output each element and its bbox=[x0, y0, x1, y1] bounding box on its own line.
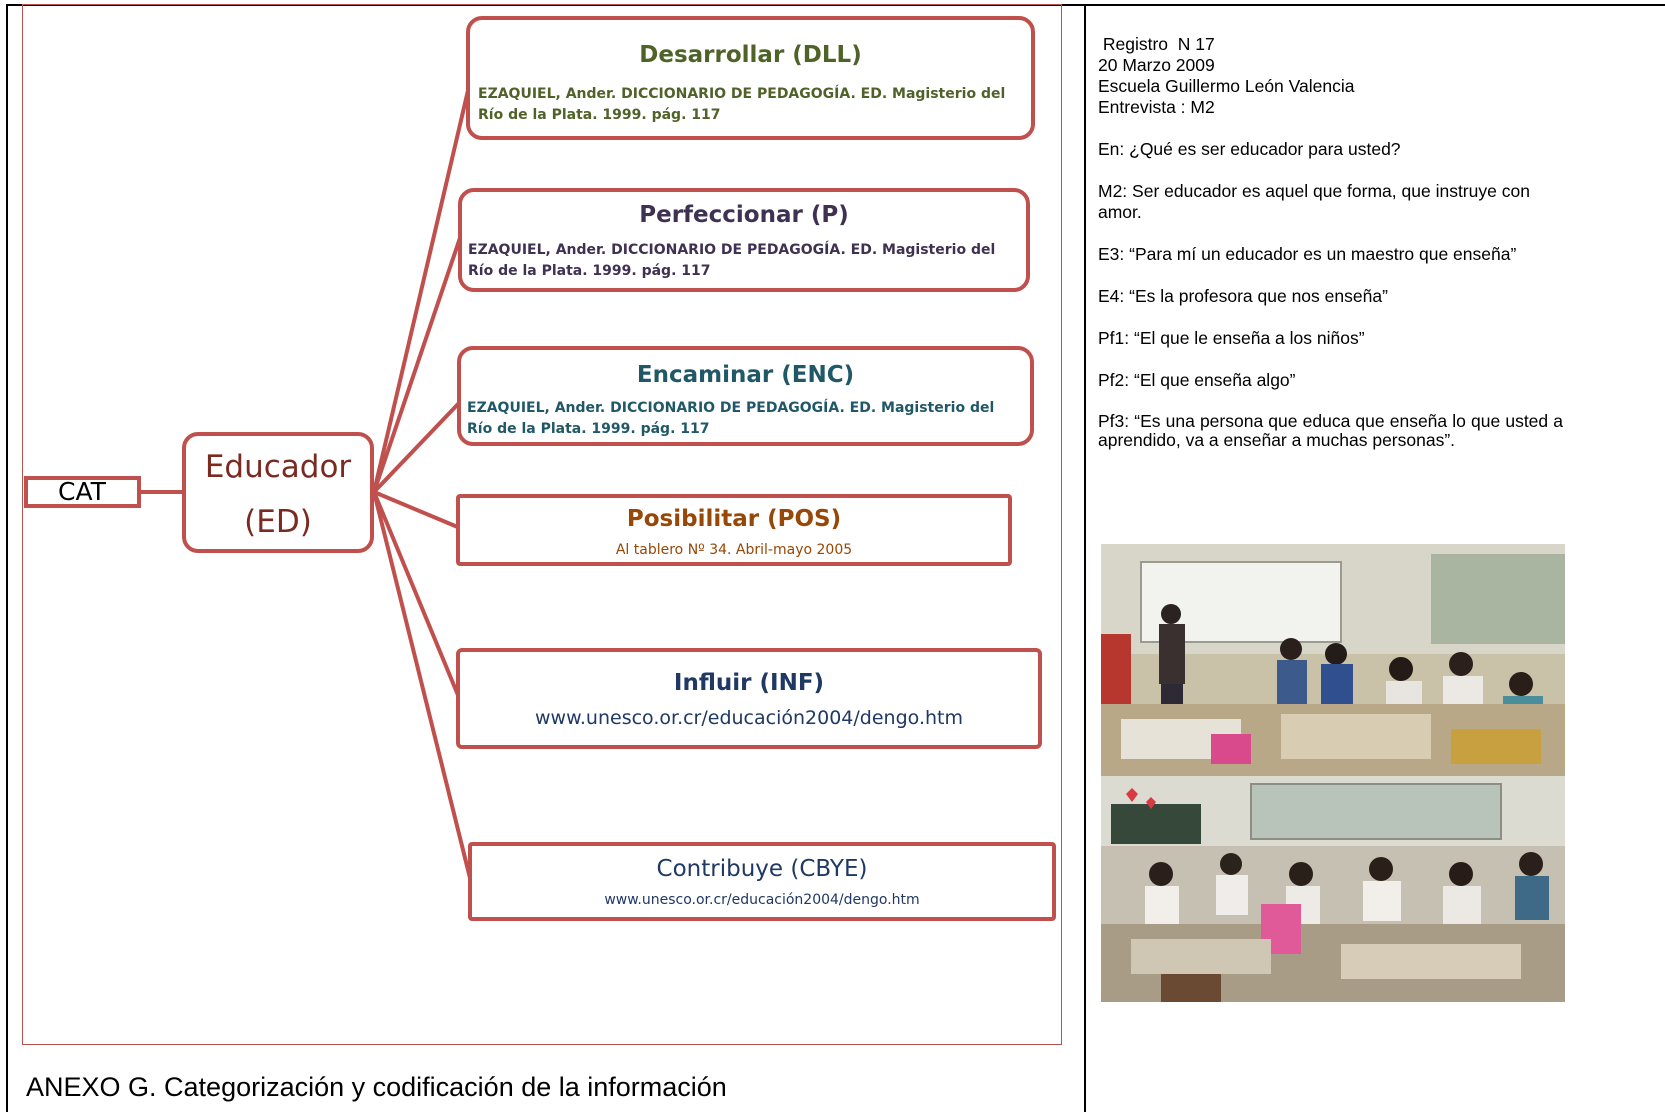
interview-header: Registro N 17 20 Marzo 2009 Escuela Guil… bbox=[1098, 34, 1563, 118]
category-box-enc: Encaminar (ENC) EZAQUIEL, Ander. DICCION… bbox=[457, 346, 1034, 446]
table-divider bbox=[1084, 4, 1086, 1112]
interview-entry: Pf2: “El que enseña algo” bbox=[1098, 370, 1296, 390]
category-title: Contribuye (CBYE) bbox=[656, 856, 868, 882]
diagram-frame bbox=[22, 4, 1062, 1045]
educador-code: (ED) bbox=[244, 504, 312, 540]
classroom-photo-bottom bbox=[1101, 776, 1565, 1002]
category-box-dll: Desarrollar (DLL) EZAQUIEL, Ander. DICCI… bbox=[466, 16, 1035, 140]
category-box-p: Perfeccionar (P) EZAQUIEL, Ander. DICCIO… bbox=[458, 188, 1030, 292]
educador-node: Educador (ED) bbox=[182, 432, 374, 553]
interview-entry: Pf1: “El que le enseña a los niños” bbox=[1098, 328, 1365, 348]
educador-label: Educador bbox=[204, 449, 352, 485]
header-line: Registro N 17 bbox=[1098, 34, 1215, 54]
category-reference: Al tablero Nº 34. Abril-mayo 2005 bbox=[615, 542, 853, 558]
category-reference: EZAQUIEL, Ander. DICCIONARIO DE PEDAGOGÍ… bbox=[478, 86, 1006, 123]
category-reference: EZAQUIEL, Ander. DICCIONARIO DE PEDAGOGÍ… bbox=[467, 400, 995, 437]
interview-entry: E4: “Es la profesora que nos enseña” bbox=[1098, 286, 1388, 306]
category-title: Desarrollar (DLL) bbox=[639, 42, 862, 68]
interview-transcript: Registro N 17 20 Marzo 2009 Escuela Guil… bbox=[1098, 34, 1563, 471]
figure-caption: ANEXO G. Categorización y codificación d… bbox=[26, 1072, 727, 1102]
category-reference: www.unesco.or.cr/educación2004/dengo.htm bbox=[535, 707, 963, 729]
interview-entry: E3: “Para mí un educador es un maestro q… bbox=[1098, 244, 1517, 264]
category-title: Posibilitar (POS) bbox=[626, 506, 842, 532]
cat-box: CAT bbox=[24, 476, 141, 508]
interview-entry: Pf3: “Es una persona que educa que enseñ… bbox=[1098, 411, 1563, 450]
category-box-inf: Influir (INF) www.unesco.or.cr/educación… bbox=[456, 648, 1042, 749]
category-title: Perfeccionar (P) bbox=[639, 202, 849, 228]
classroom-photos bbox=[1101, 544, 1565, 1002]
classroom-photo-collage bbox=[1101, 544, 1565, 1002]
interview-entry: En: ¿Qué es ser educador para usted? bbox=[1098, 139, 1401, 159]
header-line: 20 Marzo 2009 bbox=[1098, 55, 1215, 75]
category-reference: www.unesco.or.cr/educación2004/dengo.htm bbox=[604, 892, 920, 908]
classroom-photo-top bbox=[1101, 544, 1565, 776]
header-line: Entrevista : M2 bbox=[1098, 97, 1215, 117]
category-box-pos: Posibilitar (POS) Al tablero Nº 34. Abri… bbox=[456, 494, 1012, 566]
category-box-cbye: Contribuye (CBYE) www.unesco.or.cr/educa… bbox=[468, 842, 1056, 921]
table-border-top bbox=[6, 4, 1665, 6]
category-title: Influir (INF) bbox=[673, 670, 825, 696]
category-title: Encaminar (ENC) bbox=[636, 362, 855, 388]
header-line: Escuela Guillermo León Valencia bbox=[1098, 76, 1355, 96]
table-border-left bbox=[6, 4, 8, 1112]
interview-entry: M2: Ser educador es aquel que forma, que… bbox=[1098, 181, 1530, 222]
category-reference: EZAQUIEL, Ander. DICCIONARIO DE PEDAGOGÍ… bbox=[468, 242, 996, 279]
